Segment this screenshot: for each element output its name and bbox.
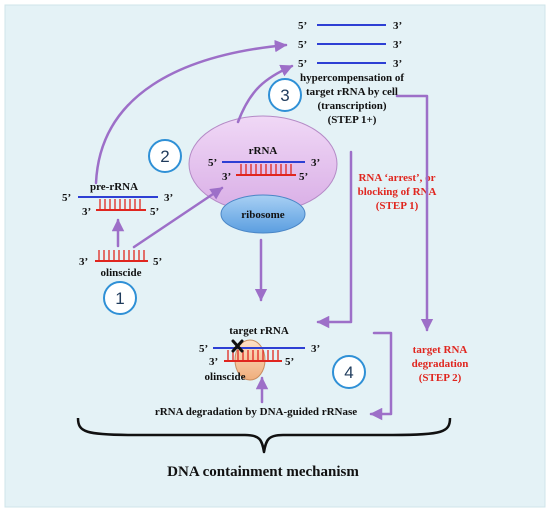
top-strands: 5’ 3’ 5’ 3’ 5’ 3’ bbox=[298, 20, 402, 70]
pre-rrna-top-5-label: 5’ bbox=[62, 192, 71, 204]
rrna-bottom-3-label: 3’ bbox=[222, 171, 231, 183]
target-base-pairs bbox=[227, 350, 279, 361]
hypercompensation-line-3: (transcription) bbox=[317, 100, 386, 112]
top-strand-3-3-label: 3’ bbox=[393, 58, 402, 70]
step-circle-4: 4 bbox=[332, 355, 366, 389]
olinscide-3-label: 3’ bbox=[79, 256, 88, 268]
hypercompensation-line-1: hypercompensation of bbox=[300, 72, 404, 84]
arrest-text: RNA ‘arrest’, or blocking of RNA (STEP 1… bbox=[358, 172, 437, 212]
step-2-number: 2 bbox=[160, 147, 169, 166]
target-bottom-5-label: 5’ bbox=[285, 356, 294, 368]
arrest-line-3: (STEP 1) bbox=[376, 200, 419, 212]
rrna-bottom-5-label: 5’ bbox=[299, 171, 308, 183]
pre-rrna-top-3-label: 3’ bbox=[164, 192, 173, 204]
rrna-label: rRNA bbox=[249, 145, 278, 157]
hypercompensation-line-4: (STEP 1+) bbox=[328, 114, 377, 126]
degradation-line-1: target RNA bbox=[413, 344, 468, 356]
step-circle-2: 2 bbox=[148, 139, 182, 173]
mechanism-title: DNA containment mechanism bbox=[167, 464, 359, 480]
step-1-number: 1 bbox=[115, 289, 124, 308]
step-circle-1: 1 bbox=[103, 281, 137, 315]
arrest-line-2: blocking of RNA bbox=[358, 186, 437, 198]
arrow-olinscide-to-rrna bbox=[132, 186, 224, 249]
top-strand-2-5-label: 5’ bbox=[298, 39, 307, 51]
step-4-number: 4 bbox=[344, 363, 353, 382]
olinscide-label: olinscide bbox=[101, 267, 142, 279]
degradation-line-3: (STEP 2) bbox=[419, 372, 462, 384]
arrow-ribosome-to-top bbox=[236, 64, 294, 124]
degradation-text: target RNA degradation (STEP 2) bbox=[412, 344, 469, 384]
pre-rrna-base-pairs bbox=[99, 199, 141, 210]
top-strand-1-3-label: 3’ bbox=[393, 20, 402, 32]
step-circle-3: 3 bbox=[268, 78, 302, 112]
olinscide-bases bbox=[98, 250, 145, 261]
target-top-3-label: 3’ bbox=[311, 343, 320, 355]
rrna-top-3-label: 3’ bbox=[311, 157, 320, 169]
cleavage-cross-icon bbox=[231, 339, 244, 353]
step-3-number: 3 bbox=[280, 86, 289, 105]
ribosome-label: ribosome bbox=[241, 209, 285, 221]
arrest-line-1: RNA ‘arrest’, or bbox=[358, 172, 435, 184]
bottom-brace bbox=[76, 417, 452, 454]
arrow-degradation-bracket bbox=[369, 331, 393, 421]
arrow-hyper-to-degradation bbox=[395, 94, 434, 332]
rrna-top-5-label: 5’ bbox=[208, 157, 217, 169]
flow-arrows bbox=[94, 39, 434, 421]
hypercompensation-line-2: target rRNA by cell bbox=[306, 86, 398, 98]
pre-rrna-label: pre-rRNA bbox=[90, 181, 138, 193]
top-strand-2-3-label: 3’ bbox=[393, 39, 402, 51]
hypercompensation-text: hypercompensation of target rRNA by cell… bbox=[300, 72, 404, 126]
ribosome-small-subunit bbox=[220, 194, 306, 234]
top-strand-1-5-label: 5’ bbox=[298, 20, 307, 32]
degradation-line-2: degradation bbox=[412, 358, 469, 370]
arrow-pre-rrna-to-top bbox=[94, 39, 288, 185]
pre-rrna-bottom-3-label: 3’ bbox=[82, 206, 91, 218]
top-strand-3-5-label: 5’ bbox=[298, 58, 307, 70]
target-top-5-label: 5’ bbox=[199, 343, 208, 355]
olinscide-bottom-label: olinscide bbox=[205, 371, 246, 383]
pre-rrna-bottom-5-label: 5’ bbox=[150, 206, 159, 218]
target-rrna-label: target rRNA bbox=[229, 325, 289, 337]
olinscide-5-label: 5’ bbox=[153, 256, 162, 268]
degradation-caption: rRNA degradation by DNA-guided rRNase bbox=[155, 406, 357, 418]
arrow-arrest-bracket bbox=[316, 150, 353, 329]
rrna-base-pairs bbox=[240, 164, 292, 175]
target-bottom-3-label: 3’ bbox=[209, 356, 218, 368]
